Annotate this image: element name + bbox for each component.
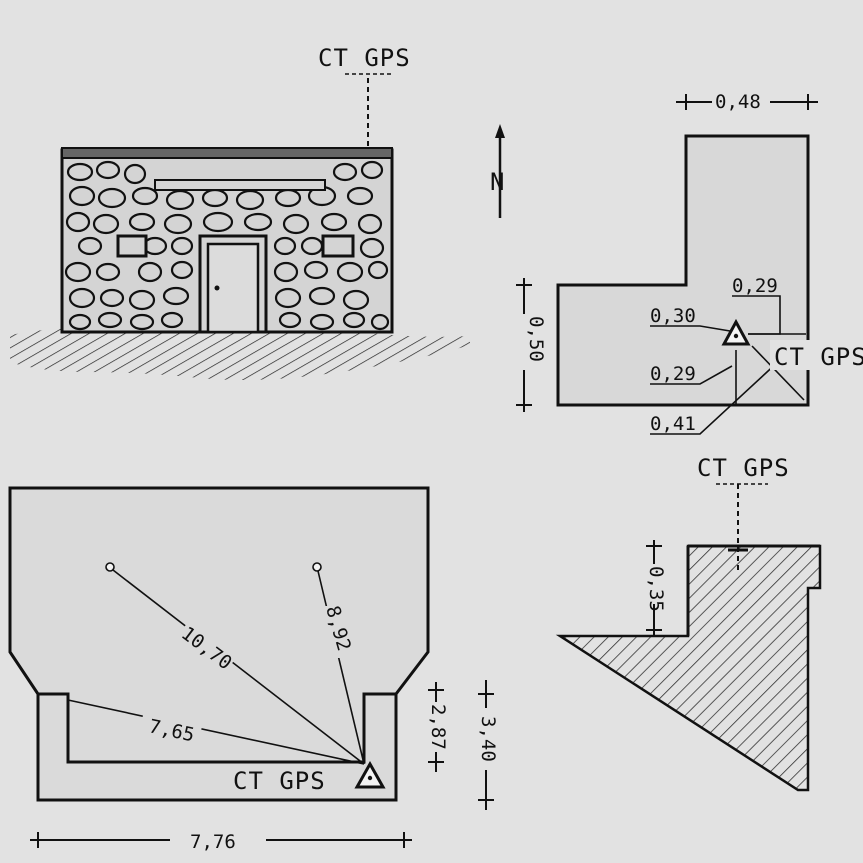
window-left — [116, 234, 148, 258]
section-gps-label: CT GPS — [697, 454, 790, 482]
plan-width-label: 7,76 — [190, 831, 236, 853]
corner-detail: 0,48 0,50 0,30 0,29 0,29 0,41 CT GPS — [510, 88, 863, 435]
section-height-label: 0,35 — [645, 566, 667, 612]
section-detail: CT GPS 0,35 — [555, 454, 822, 792]
site-plan: 10,70 8,92 7,65 CT GPS 7,76 2,87 3,40 — [8, 486, 499, 853]
reference-point-2 — [312, 562, 322, 572]
plan-inner-wall — [38, 692, 396, 764]
north-label: N — [490, 168, 505, 196]
plan-depth-label-2: 3,40 — [477, 716, 499, 762]
north-arrow-icon: N — [490, 124, 505, 218]
gps-marker-icon — [721, 318, 751, 346]
corner-height-label: 0,50 — [525, 316, 547, 362]
offset-label-2: 0,29 — [732, 275, 778, 297]
door-knob — [214, 285, 220, 291]
window-right — [321, 234, 355, 258]
offset-label-1: 0,30 — [650, 305, 696, 327]
roof-slab — [61, 147, 393, 159]
reference-point-1 — [105, 562, 115, 572]
distance-lines — [67, 569, 365, 765]
lintel-beam — [154, 179, 326, 191]
offset-label-3: 0,29 — [650, 363, 696, 385]
plan-gps-marker-icon — [354, 760, 386, 789]
offset-leaders — [650, 295, 806, 435]
section-hatched-body — [555, 544, 822, 792]
plan-depth-label-1: 2,87 — [427, 704, 449, 750]
offset-label-4: 0,41 — [650, 413, 696, 435]
building-elevation: CT GPS — [10, 44, 470, 380]
plan-width-dimension — [30, 832, 412, 848]
stone-pattern — [64, 160, 390, 331]
corner-width-label: 0,48 — [715, 91, 761, 113]
ground-hatching — [10, 327, 470, 380]
elevation-gps-label: CT GPS — [318, 44, 411, 72]
plan-right-dimensions — [428, 680, 494, 810]
plan-gps-label: CT GPS — [233, 767, 326, 795]
corner-gps-label: CT GPS — [774, 343, 863, 371]
